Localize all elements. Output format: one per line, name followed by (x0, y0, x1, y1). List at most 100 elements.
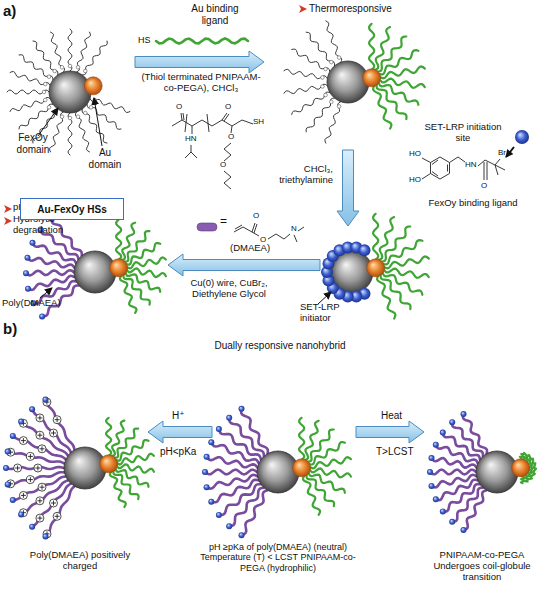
pnipaam-peg-chain (113, 470, 138, 499)
iron-oxide-core (257, 451, 299, 493)
bond-line (224, 143, 231, 149)
reaction-arrow (135, 51, 264, 73)
chain-end (18, 419, 24, 425)
bond-line (484, 162, 485, 180)
annotation-text: FexOy binding ligand (428, 198, 518, 209)
alkyl-chain (87, 104, 121, 129)
bond-line (432, 172, 438, 177)
ester-group (337, 56, 341, 60)
annotation-text: H⁺ (172, 410, 185, 422)
chain-end (429, 483, 435, 489)
plus-sign (37, 498, 42, 503)
chain-end (43, 397, 49, 403)
alkyl-chain (292, 49, 330, 71)
nanoparticle (284, 21, 425, 143)
alkyl-chain (326, 21, 342, 62)
poly-dmaea-chain (436, 480, 478, 500)
plus-sign (55, 417, 60, 422)
poly-dmaea-chain (205, 470, 257, 475)
chain-end (440, 430, 446, 436)
annotation-text: O (253, 211, 259, 220)
bond-line (224, 183, 231, 189)
poly-dmaea-chain (241, 409, 268, 454)
ester-group (89, 106, 93, 110)
reaction-arrow (148, 421, 212, 443)
alkyl-chain (19, 104, 53, 129)
initiation-site-sphere (515, 130, 529, 144)
bond-line (232, 120, 242, 126)
chain-end (226, 523, 232, 529)
leader-arrow (506, 147, 514, 157)
ester-group (60, 115, 64, 119)
gold-domain (512, 459, 530, 477)
plus-sign (40, 446, 45, 451)
pnipaam-peg-chain (380, 67, 425, 79)
alkyl-chain (10, 98, 50, 112)
chain-end (216, 426, 222, 432)
plus-sign (51, 501, 56, 506)
annotation-text: O (228, 132, 234, 141)
poly-dmaea-chain (463, 414, 487, 454)
chain-end (208, 499, 214, 505)
red-bullet (4, 217, 12, 225)
poly-dmaea-chain (432, 475, 477, 488)
annotation-text: SET-LRP initiation site (418, 122, 508, 144)
monomer-symbol (197, 223, 217, 231)
bond-line (450, 157, 459, 163)
plus-sign (28, 454, 33, 459)
ester-group (60, 66, 64, 70)
pnipaam-peg-chain (369, 24, 374, 70)
chain-end (202, 469, 208, 475)
initiator-sphere (359, 244, 371, 256)
chain-end (433, 496, 439, 502)
chain-end (429, 455, 435, 461)
bond-line (422, 174, 431, 180)
pnipaam-peg-chain (379, 82, 419, 105)
iron-oxide-core (476, 451, 518, 493)
ester-group (330, 100, 334, 104)
chain-end (204, 454, 210, 460)
chain-end (25, 286, 31, 292)
positive-charge (36, 414, 44, 422)
bond-line (185, 152, 191, 158)
gold-domain (293, 459, 311, 477)
poly-dmaea-chain (26, 270, 74, 275)
annotation-text: SH (253, 117, 264, 126)
plus-sign (37, 433, 42, 438)
bond-line (458, 157, 465, 162)
annotation-text: O (481, 181, 487, 190)
reaction-arrow (337, 150, 359, 226)
bond-line (298, 227, 304, 231)
poly-dmaea-chain (443, 484, 480, 512)
chain-end (10, 433, 16, 439)
positive-charge (38, 483, 46, 491)
positive-charge (53, 416, 61, 424)
pnipaam-peg-chain (116, 220, 121, 260)
bond-line (242, 120, 253, 124)
ester-group (68, 64, 72, 68)
pnipaam-peg-chain (110, 471, 126, 507)
alkyl-chain (292, 92, 330, 114)
alkyl-chain (33, 41, 58, 75)
ester-group (84, 69, 88, 73)
pnipaam-peg-chain (299, 418, 304, 460)
annotation-text: Dually responsive nanohybrid (195, 340, 365, 352)
pnipaam-peg-chain (379, 50, 419, 74)
bond-line (268, 234, 276, 239)
chain-end (43, 533, 49, 539)
bond-line (440, 157, 450, 163)
alkyl-chain (68, 113, 72, 155)
plus-sign (35, 466, 40, 471)
pnipaam-peg-chain (384, 257, 429, 269)
pnipaam-peg-chain (117, 454, 154, 465)
pnipaam-peg-chain (127, 258, 166, 269)
bond-line (254, 224, 257, 233)
annotation-text: Poly(DMAEA) (2, 298, 61, 309)
ester-group (44, 98, 48, 102)
plus-sign (55, 514, 60, 519)
ester-group (337, 105, 341, 109)
positive-charge (50, 429, 58, 437)
alkyl-chain (19, 55, 53, 80)
bond-line (181, 113, 182, 120)
